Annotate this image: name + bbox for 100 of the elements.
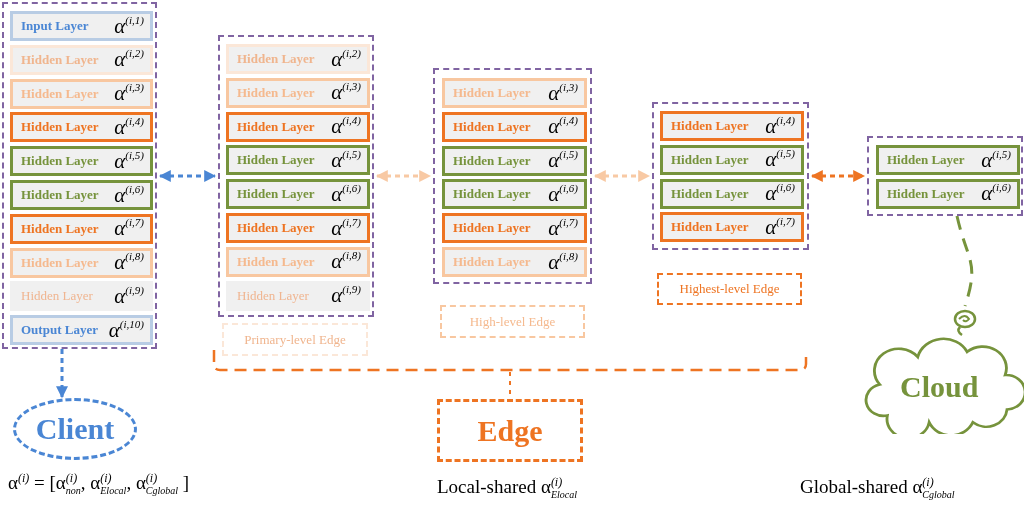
layer-box <box>442 111 587 142</box>
layer-label: Hidden Layer <box>453 186 531 203</box>
layer-box <box>226 145 370 176</box>
layer-label: Hidden Layer <box>21 187 99 203</box>
parameter-symbol: α$^{(i,5)}$ <box>114 150 144 172</box>
layer-label: Hidden Layer <box>887 185 965 202</box>
layer-box <box>442 247 587 277</box>
parameter-symbol: α$^{(i,7)}$ <box>765 216 795 238</box>
parameter-symbol: α$^{(i,2)}$ <box>331 48 361 70</box>
parameter-symbol: α$^{(i,7)}$ <box>548 217 578 239</box>
parameter-symbol: α$^{(i,3)}$ <box>548 82 578 104</box>
layer-label: Hidden Layer <box>21 85 99 102</box>
layer-label: Hidden Layer <box>21 288 93 305</box>
layer-label: Hidden Layer <box>453 220 531 237</box>
parameter-symbol: α$^{(i,3)}$ <box>114 83 144 105</box>
dashed-group-frame <box>433 68 592 284</box>
layer-box <box>660 178 804 209</box>
layer-box <box>226 44 370 74</box>
layer-label: Hidden Layer <box>237 51 315 67</box>
layer-box <box>226 77 370 108</box>
layer-box <box>10 146 153 177</box>
layer-label: Hidden Layer <box>453 152 531 169</box>
level-tag: High-level Edge <box>440 305 585 338</box>
arrow <box>56 349 68 399</box>
layer-label: Hidden Layer <box>671 118 749 134</box>
layer-box <box>876 178 1020 209</box>
layer-label: Hidden Layer <box>21 51 99 68</box>
layer-label: Hidden Layer <box>237 287 309 304</box>
layer-label: Hidden Layer <box>21 254 99 271</box>
parameter-symbol: α$^{(i,2)}$ <box>114 49 144 71</box>
parameter-symbol: α$^{(i,6)}$ <box>331 183 361 205</box>
level-tag: Primary-level Edge <box>222 323 368 356</box>
parameter-symbol: α$^{(i,4)}$ <box>765 115 795 137</box>
layer-box <box>10 44 153 75</box>
parameter-symbol: α$^{(i,5)}$ <box>765 149 795 171</box>
parameter-symbol: α$^{(i,1)}$ <box>114 15 144 37</box>
layer-box <box>226 111 370 142</box>
parameter-symbol: α$^{(i,7)}$ <box>331 217 361 239</box>
arrow <box>158 170 217 182</box>
layer-box <box>10 315 153 346</box>
connector-line <box>955 215 974 307</box>
layer-label: Input Layer <box>21 18 89 34</box>
parameter-symbol: α$^{(i,7)}$ <box>114 218 144 240</box>
layer-label: Hidden Layer <box>453 118 531 135</box>
cloud-label: Cloud <box>900 370 979 404</box>
layer-box <box>10 78 153 109</box>
layer-box <box>10 247 153 278</box>
layer-label: Output Layer <box>21 322 98 339</box>
parameter-symbol: α$^{(i,8)}$ <box>114 252 144 274</box>
parameter-symbol: α$^{(i,8)}$ <box>331 251 361 273</box>
layer-box <box>442 213 587 244</box>
parameter-symbol: α$^{(i,5)}$ <box>548 150 578 172</box>
dashed-group-frame <box>867 136 1023 216</box>
layer-box <box>226 213 370 243</box>
arrow <box>810 170 866 182</box>
layer-label: Hidden Layer <box>237 84 315 101</box>
layer-label: Hidden Layer <box>237 253 315 270</box>
layer-box <box>226 246 370 277</box>
layer-box <box>442 145 587 176</box>
layer-label: Hidden Layer <box>671 151 749 168</box>
parameter-symbol: α$^{(i,4)}$ <box>331 116 361 138</box>
parameter-symbol: α$^{(i,4)}$ <box>548 116 578 138</box>
layer-box <box>10 213 153 244</box>
layer-label: Hidden Layer <box>237 118 315 135</box>
parameter-symbol: α$^{(i,6)}$ <box>548 183 578 205</box>
layer-label: Hidden Layer <box>887 152 965 168</box>
layer-label: Hidden Layer <box>671 219 749 236</box>
layer-box <box>442 179 587 210</box>
layer-label: Hidden Layer <box>21 153 99 170</box>
parameter-symbol: α$^{(i,6)}$ <box>114 184 144 206</box>
layer-label: Hidden Layer <box>21 119 99 136</box>
level-tag: Highest-level Edge <box>657 273 802 305</box>
layer-label: Hidden Layer <box>237 186 315 203</box>
layer-box <box>660 144 804 175</box>
layer-box <box>876 145 1020 175</box>
layer-label: Hidden Layer <box>453 85 531 101</box>
parameter-symbol: α$^{(i,5)}$ <box>981 149 1011 171</box>
parameter-symbol: α$^{(i,3)}$ <box>331 82 361 104</box>
layer-label: Hidden Layer <box>237 220 315 236</box>
layer-label: Hidden Layer <box>671 185 749 202</box>
layer-box <box>660 212 804 243</box>
dashed-group-frame <box>218 35 374 317</box>
parameter-symbol: α$^{(i,5)}$ <box>331 149 361 171</box>
arrow <box>593 170 651 182</box>
layer-box <box>10 112 153 143</box>
layer-box <box>10 11 153 41</box>
dashed-group-frame <box>652 102 809 250</box>
parameter-symbol: α$^{(i,10)}$ <box>108 319 144 341</box>
parameter-symbol: α$^{(i,8)}$ <box>548 251 578 273</box>
layer-box <box>226 179 370 210</box>
layer-label: Hidden Layer <box>237 152 315 169</box>
parameter-symbol: α$^{(i,9)}$ <box>114 285 144 307</box>
layer-box <box>10 180 153 210</box>
layer-box <box>660 111 804 141</box>
parameter-symbol: α$^{(i,4)}$ <box>114 116 144 138</box>
parameter-symbol: α$^{(i,9)}$ <box>331 285 361 307</box>
client-ellipse: Client <box>13 398 137 460</box>
layer-label: Hidden Layer <box>453 254 531 270</box>
edge-box: Edge <box>437 399 583 462</box>
parameter-symbol: α$^{(i,6)}$ <box>765 183 795 205</box>
